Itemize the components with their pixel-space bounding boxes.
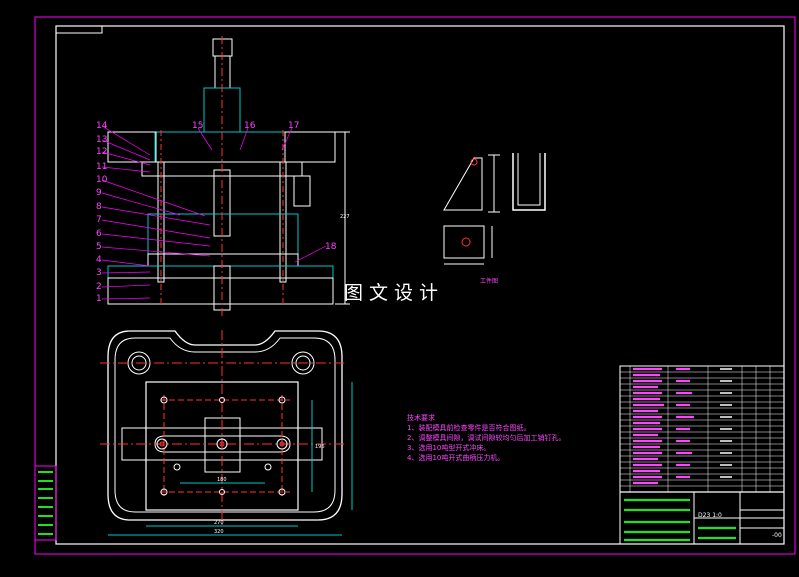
dim-height-right: 196 [315, 444, 325, 450]
dim-width-bottom: 320 [214, 529, 224, 535]
callout-11: 11 [96, 162, 107, 172]
part-number: D23 1:0 [698, 512, 722, 519]
scale-text: 1:0 [712, 512, 722, 519]
callout-15: 15 [192, 121, 203, 131]
callout-8: 8 [96, 202, 102, 212]
callout-12: 12 [96, 147, 107, 157]
callout-3: 3 [96, 268, 102, 278]
part-no-text: D23 [698, 512, 711, 519]
section-view [101, 36, 350, 318]
callout-6: 6 [96, 229, 102, 239]
callout-2: 2 [96, 282, 102, 292]
notes-title: 技术要求 [407, 414, 435, 422]
callout-16: 16 [244, 121, 256, 131]
left-strip [34, 465, 57, 541]
plan-view [100, 330, 353, 536]
dim-width-top: 270 [214, 520, 224, 526]
callout-1: 1 [96, 294, 102, 304]
dimension-texts: 270 320 196 227 180 [214, 214, 350, 535]
note-item: 4、选用10吨开式曲柄压力机。 [407, 454, 505, 462]
title-block [619, 365, 785, 545]
corner-tab [55, 25, 103, 34]
part-views [443, 153, 546, 265]
callout-13: 13 [96, 135, 107, 145]
note-item: 2、调整模具间隙，调试间隙较均匀后加工销钉孔。 [407, 434, 566, 442]
dim-height-side: 227 [340, 214, 350, 220]
watermark-text: 图文设计 [344, 282, 445, 304]
note-item: 3、选用10吨型开式冲床。 [407, 444, 491, 452]
part-view-label: 工件图 [480, 278, 499, 285]
inner-frame [55, 25, 785, 545]
callout-18: 18 [325, 242, 337, 252]
callout-7: 7 [96, 215, 102, 225]
callout-numbers: 14 13 12 11 10 9 8 7 6 5 4 3 2 1 15 16 1… [96, 121, 337, 304]
sheet-code: -00 [772, 532, 782, 539]
callout-5: 5 [96, 242, 102, 252]
callout-17: 17 [288, 121, 299, 131]
callout-9: 9 [96, 188, 102, 198]
technical-notes: 技术要求 1、装配模具前检查零件是否符合图纸。 2、调整模具间隙，调试间隙较均匀… [407, 413, 565, 463]
callout-4: 4 [96, 255, 102, 265]
dim-bar: 180 [217, 477, 227, 483]
callout-10: 10 [96, 175, 108, 185]
outer-frame [34, 16, 796, 555]
note-item: 1、装配模具前检查零件是否符合图纸。 [407, 424, 531, 432]
callout-14: 14 [96, 121, 108, 131]
